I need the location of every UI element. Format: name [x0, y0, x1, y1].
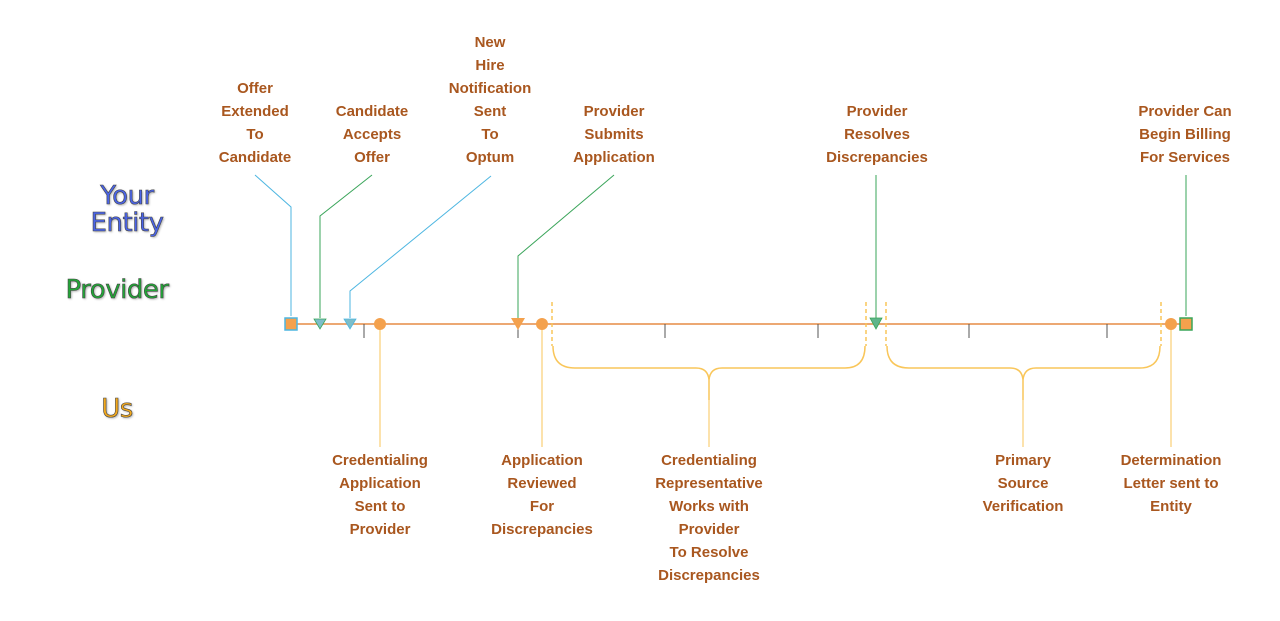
- step-candidate-accepts: Candidate Accepts Offer: [335, 103, 409, 166]
- step-provider-submits: Provider Submits Application: [573, 103, 655, 166]
- step-provider-billing: Provider Can Begin Billing For Services: [1138, 103, 1232, 166]
- leader-candidate-accepts: [319, 174, 373, 318]
- step-new-hire-notification: New Hire Notification Sent To Optum: [448, 34, 532, 166]
- step-credentialing-representative: Credentialing Representative Works with …: [655, 452, 763, 584]
- marker-determination: [1165, 318, 1177, 330]
- brace-primary-source: [886, 345, 1161, 400]
- step-provider-resolves: Provider Resolves Discrepancies: [826, 103, 928, 166]
- leader-new-hire: [349, 175, 492, 318]
- marker-credentialing-sent: [374, 318, 386, 330]
- step-offer-extended: Offer Extended To Candidate: [218, 80, 292, 166]
- timeline-ticks: [363, 324, 1108, 338]
- step-credentialing-sent: Credentialing Application Sent to Provid…: [332, 452, 428, 538]
- legend-us: Us: [101, 394, 134, 424]
- step-determination-letter: Determination Letter sent to Entity: [1120, 452, 1222, 515]
- legend-provider: Provider: [65, 275, 169, 305]
- marker-provider-billing: [1179, 317, 1193, 331]
- legend-your-entity: Your Entity: [90, 181, 164, 238]
- marker-application-reviewed: [536, 318, 548, 330]
- phase-boundaries: [551, 302, 1162, 346]
- leader-offer-extended: [254, 174, 292, 316]
- marker-candidate-accepts: [313, 318, 327, 330]
- marker-new-hire: [343, 318, 357, 330]
- marker-provider-submits: [511, 318, 525, 330]
- marker-provider-resolves: [869, 317, 883, 330]
- brace-credentialing-rep: [552, 345, 866, 400]
- leader-provider-submits: [517, 174, 615, 318]
- marker-offer-extended: [284, 317, 298, 331]
- step-primary-source: Primary Source Verification: [982, 452, 1064, 515]
- step-application-reviewed: Application Reviewed For Discrepancies: [491, 452, 593, 538]
